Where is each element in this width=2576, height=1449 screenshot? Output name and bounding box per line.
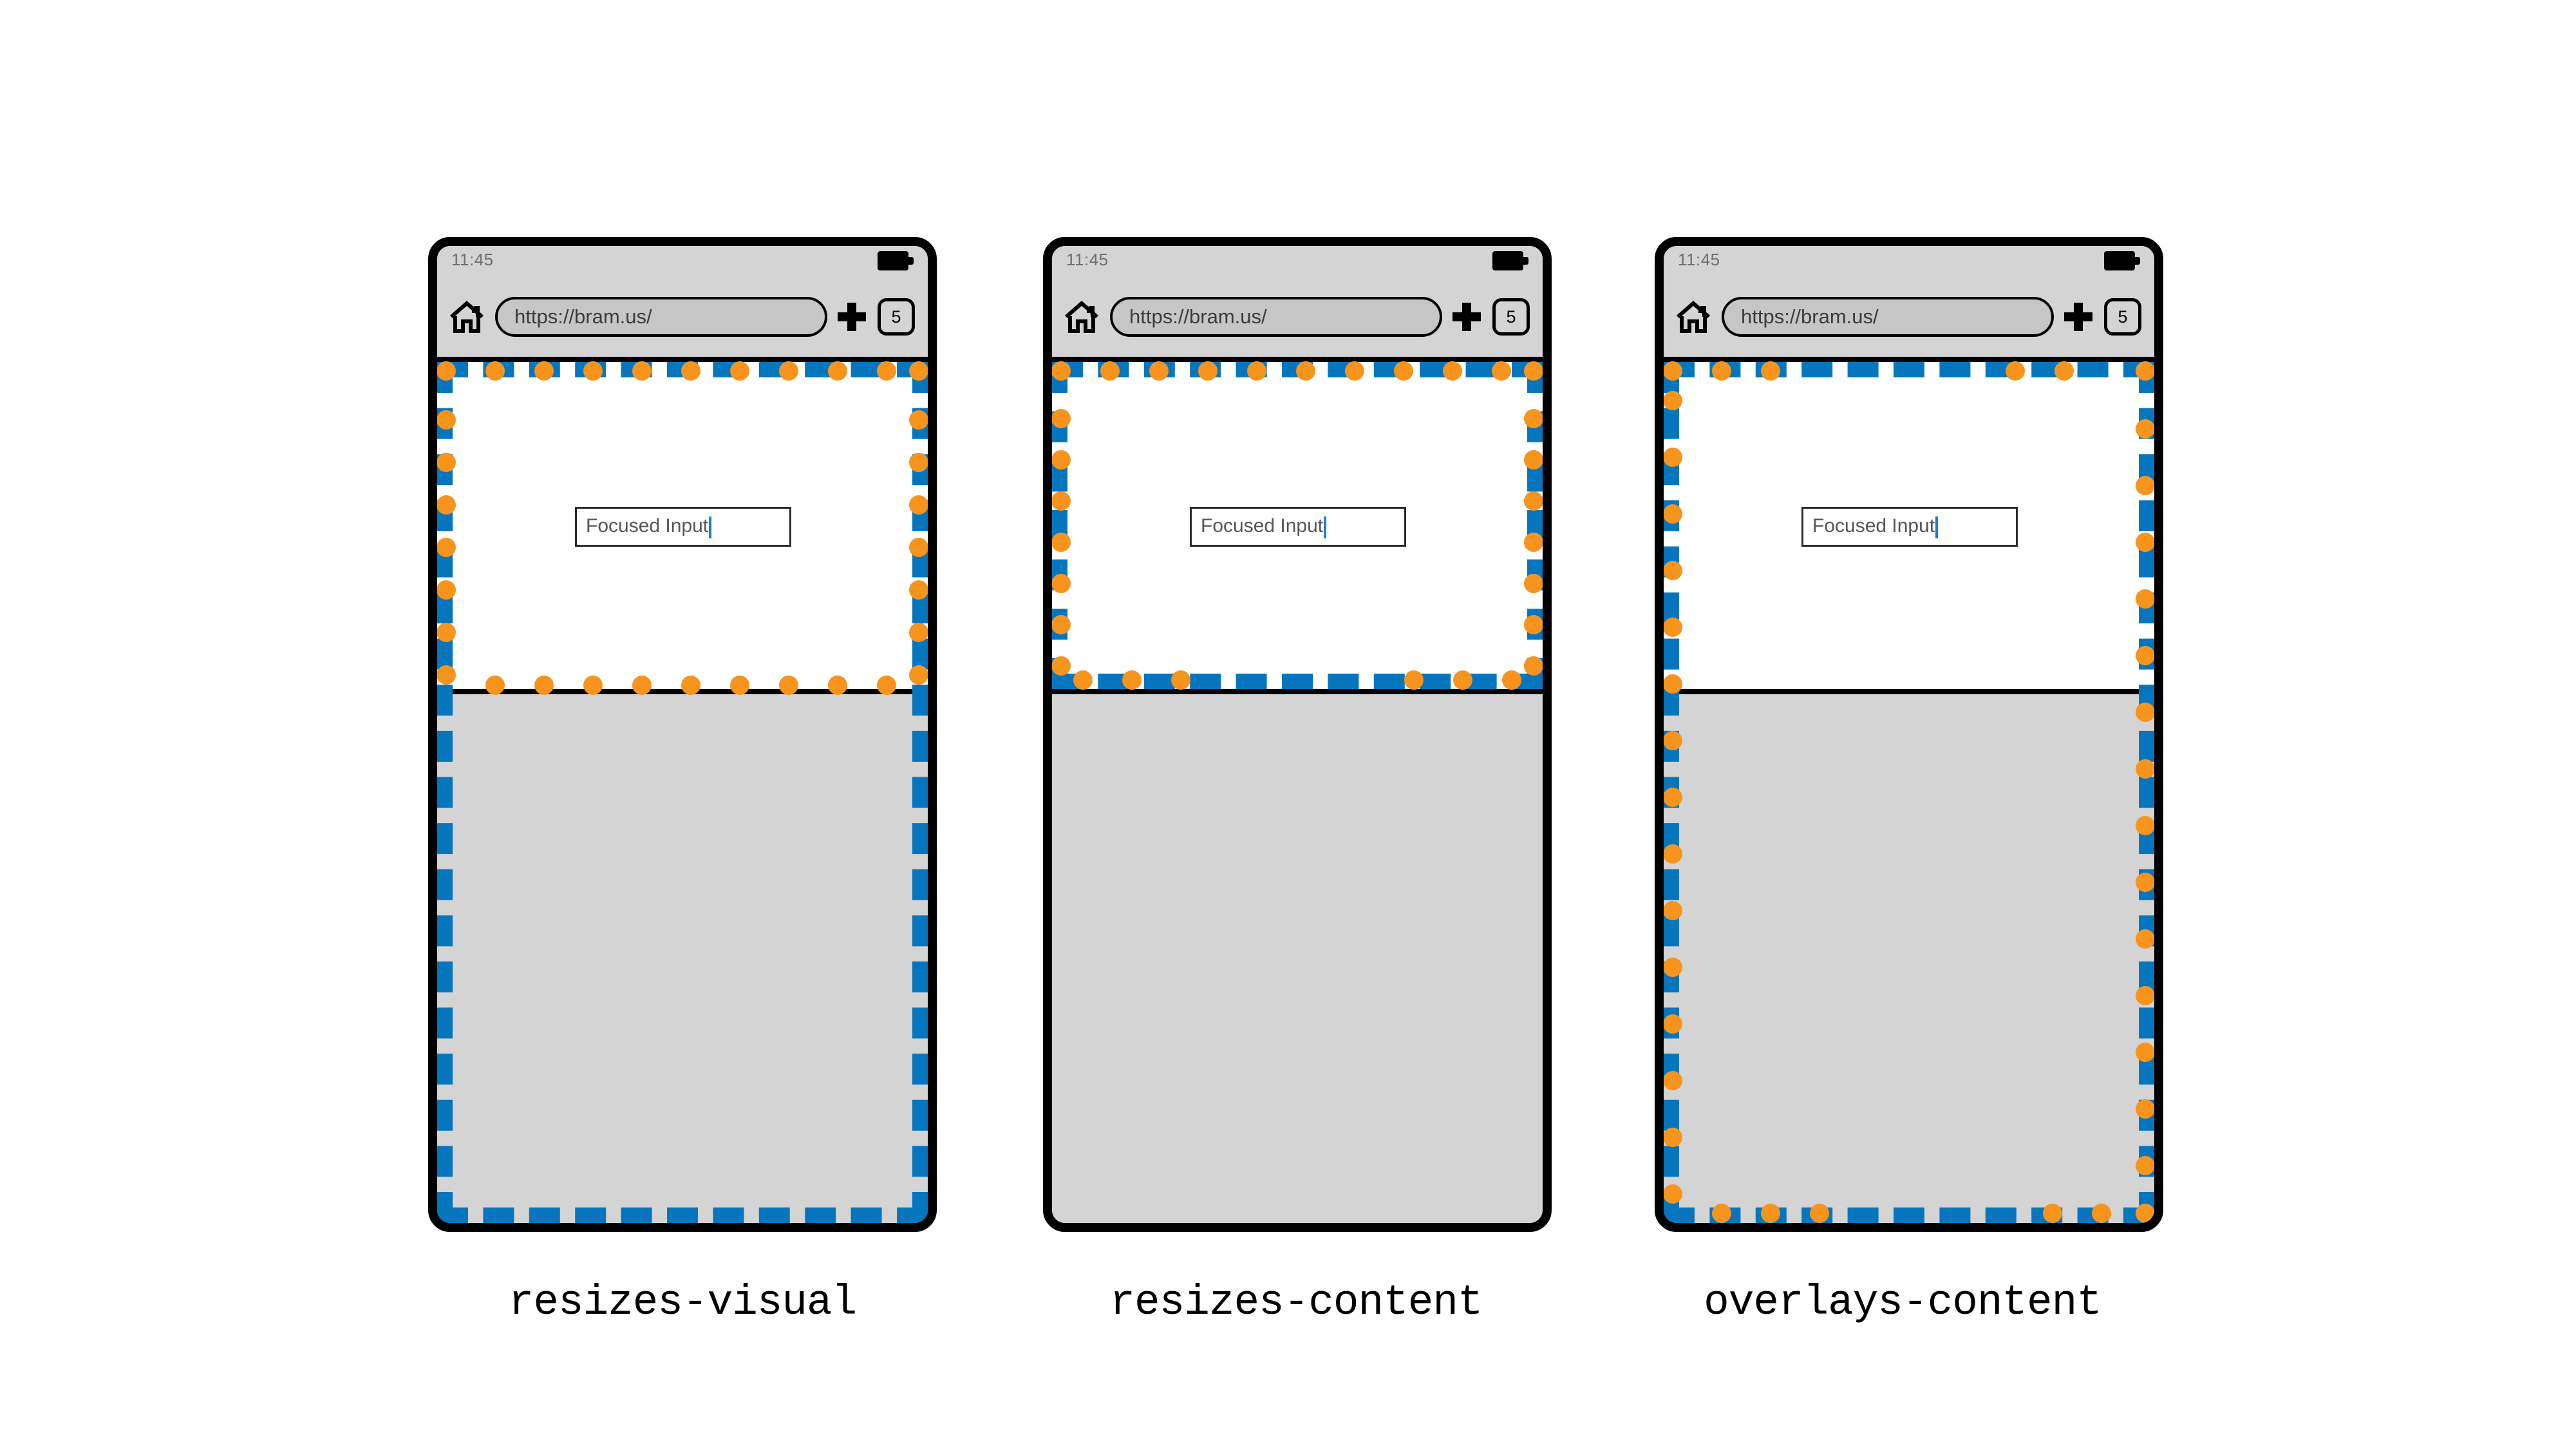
- status-bar: 11:45: [1052, 246, 1543, 277]
- caption-overlays-content: overlays-content: [1704, 1278, 2102, 1327]
- tab-count-button[interactable]: 5: [2104, 298, 2141, 336]
- focused-input[interactable]: Focused Input: [1190, 507, 1406, 547]
- caption-resizes-visual: resizes-visual: [508, 1278, 857, 1327]
- status-clock: 11:45: [451, 250, 494, 269]
- phone-resizes-visual: 11:45 https://bram.us/ 5: [428, 237, 937, 1232]
- home-icon[interactable]: [1064, 300, 1100, 334]
- browser-chrome: 11:45 https://bram.us/ 5: [1664, 246, 2154, 362]
- url-bar[interactable]: https://bram.us/: [1722, 297, 2054, 337]
- url-text: https://bram.us/: [1129, 305, 1267, 328]
- browser-chrome: 11:45 https://bram.us/ 5: [1052, 246, 1543, 362]
- browser-chrome: 11:45 https://bram.us/ 5: [437, 246, 928, 362]
- url-bar[interactable]: https://bram.us/: [1110, 297, 1442, 337]
- keyboard-pane: [437, 694, 928, 1223]
- tab-count-button[interactable]: 5: [878, 298, 915, 336]
- text-caret: [1324, 516, 1327, 538]
- phone-resizes-content: 11:45 https://bram.us/ 5: [1043, 237, 1552, 1232]
- plus-icon[interactable]: [2064, 303, 2092, 331]
- text-caret: [709, 516, 712, 538]
- focused-input[interactable]: Focused Input: [1801, 507, 2018, 547]
- plus-icon[interactable]: [838, 303, 866, 331]
- keyboard-pane: [1052, 694, 1543, 1223]
- status-bar: 11:45: [1664, 246, 2154, 277]
- phone-screen: 11:45 https://bram.us/ 5: [437, 246, 928, 1223]
- focused-input-value: Focused Input: [586, 515, 709, 537]
- caption-resizes-content: resizes-content: [1109, 1278, 1483, 1327]
- text-caret: [1935, 516, 1939, 538]
- status-bar: 11:45: [437, 246, 928, 277]
- keyboard-pane: [1664, 694, 2154, 1223]
- url-bar[interactable]: https://bram.us/: [495, 297, 827, 337]
- battery-full-icon: [2104, 251, 2140, 270]
- browser-toolbar: https://bram.us/ 5: [437, 277, 928, 357]
- focused-input[interactable]: Focused Input: [575, 507, 791, 547]
- phone-screen: 11:45 https://bram.us/ 5: [1052, 246, 1543, 1223]
- focused-input-value: Focused Input: [1812, 515, 1935, 537]
- battery-full-icon: [1492, 251, 1528, 270]
- url-text: https://bram.us/: [514, 305, 652, 328]
- home-icon[interactable]: [1675, 300, 1711, 334]
- plus-icon[interactable]: [1453, 303, 1481, 331]
- home-icon[interactable]: [449, 300, 485, 334]
- browser-toolbar: https://bram.us/ 5: [1664, 277, 2154, 357]
- status-clock: 11:45: [1678, 250, 1720, 269]
- browser-toolbar: https://bram.us/ 5: [1052, 277, 1543, 357]
- tab-count-label: 5: [2118, 307, 2128, 327]
- tab-count-label: 5: [891, 307, 901, 327]
- phone-overlays-content: 11:45 https://bram.us/ 5: [1655, 237, 2163, 1232]
- status-clock: 11:45: [1066, 250, 1109, 269]
- battery-full-icon: [878, 251, 914, 270]
- tab-count-label: 5: [1506, 307, 1516, 327]
- tab-count-button[interactable]: 5: [1492, 298, 1530, 336]
- phone-screen: 11:45 https://bram.us/ 5: [1664, 246, 2154, 1223]
- url-text: https://bram.us/: [1741, 305, 1879, 328]
- focused-input-value: Focused Input: [1201, 515, 1324, 537]
